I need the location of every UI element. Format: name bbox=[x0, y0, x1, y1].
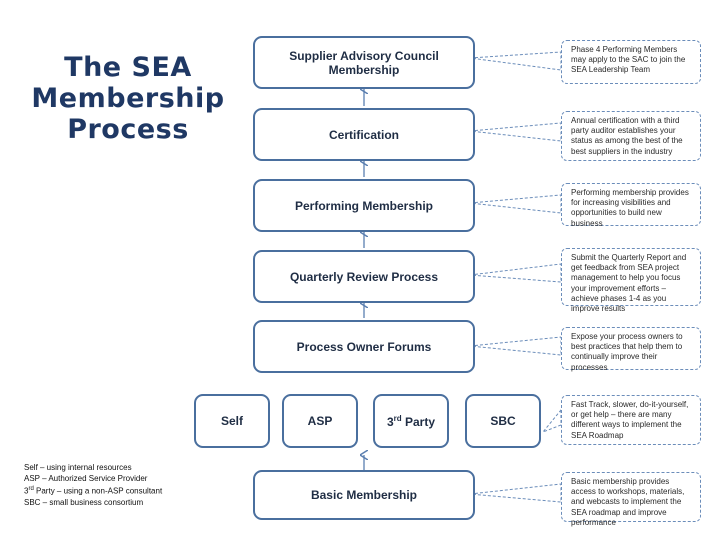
note-pointer-paths bbox=[541, 408, 562, 434]
path-label: 3rd Party bbox=[386, 413, 436, 429]
stage-certification: Certification bbox=[253, 108, 475, 161]
stage-process-owner-forums: Process Owner Forums bbox=[253, 320, 475, 373]
path-label: SBC bbox=[490, 414, 516, 428]
stage-sac-membership: Supplier Advisory Council Membership bbox=[253, 36, 475, 89]
note-quarterly: Submit the Quarterly Report and get feed… bbox=[561, 248, 701, 313]
title-line-3: Process bbox=[67, 114, 189, 145]
stage-performing-membership: Performing Membership bbox=[253, 179, 475, 232]
path-label: Self bbox=[220, 414, 243, 428]
page-title: The SEA Membership Process bbox=[28, 52, 228, 145]
stage-label: Certification bbox=[328, 127, 399, 142]
legend-asp: ASP – Authorized Service Provider bbox=[24, 474, 148, 483]
legend-third-party: 3rd Party – using a non-ASP consultant bbox=[24, 486, 163, 496]
legend-sbc: SBC – small business consortium bbox=[24, 497, 144, 507]
stage-label: Performing Membership bbox=[294, 198, 434, 213]
stage-basic-membership: Basic Membership bbox=[253, 470, 475, 520]
note-performing: Performing membership provides for incre… bbox=[561, 183, 701, 228]
note-pointer-perf bbox=[469, 194, 562, 214]
note-pointer-forums bbox=[469, 336, 562, 356]
title-line-2: Membership bbox=[31, 83, 225, 114]
stage-label: Basic Membership bbox=[310, 488, 418, 502]
note-pointer-quarterly bbox=[469, 263, 562, 283]
path-sbc: SBC bbox=[465, 394, 541, 448]
note-certification: Annual certification with a third party … bbox=[561, 111, 701, 161]
note-pointer-basic bbox=[469, 483, 562, 503]
path-third-party: 3rd Party bbox=[373, 394, 449, 448]
note-pointer-sac bbox=[469, 51, 562, 71]
stage-label: Supplier Advisory Council Membership bbox=[289, 48, 439, 77]
path-asp: ASP bbox=[282, 394, 358, 448]
stage-label: Quarterly Review Process bbox=[289, 269, 439, 284]
stage-quarterly-review: Quarterly Review Process bbox=[253, 250, 475, 303]
stage-label: Process Owner Forums bbox=[296, 339, 432, 354]
path-self: Self bbox=[194, 394, 270, 448]
note-paths: Fast Track, slower, do-it-yourself, or g… bbox=[561, 395, 701, 445]
note-forums: Expose your process owners to best pract… bbox=[561, 327, 701, 372]
note-sac: Phase 4 Performing Members may apply to … bbox=[561, 40, 701, 84]
note-basic: Basic membership provides access to work… bbox=[561, 472, 701, 527]
legend-self: Self – using internal resources bbox=[24, 463, 132, 472]
title-line-1: The SEA bbox=[64, 52, 192, 83]
note-pointer-cert bbox=[469, 122, 562, 142]
legend: Self – using internal resources ASP – Au… bbox=[24, 462, 162, 508]
path-label: ASP bbox=[307, 414, 333, 428]
